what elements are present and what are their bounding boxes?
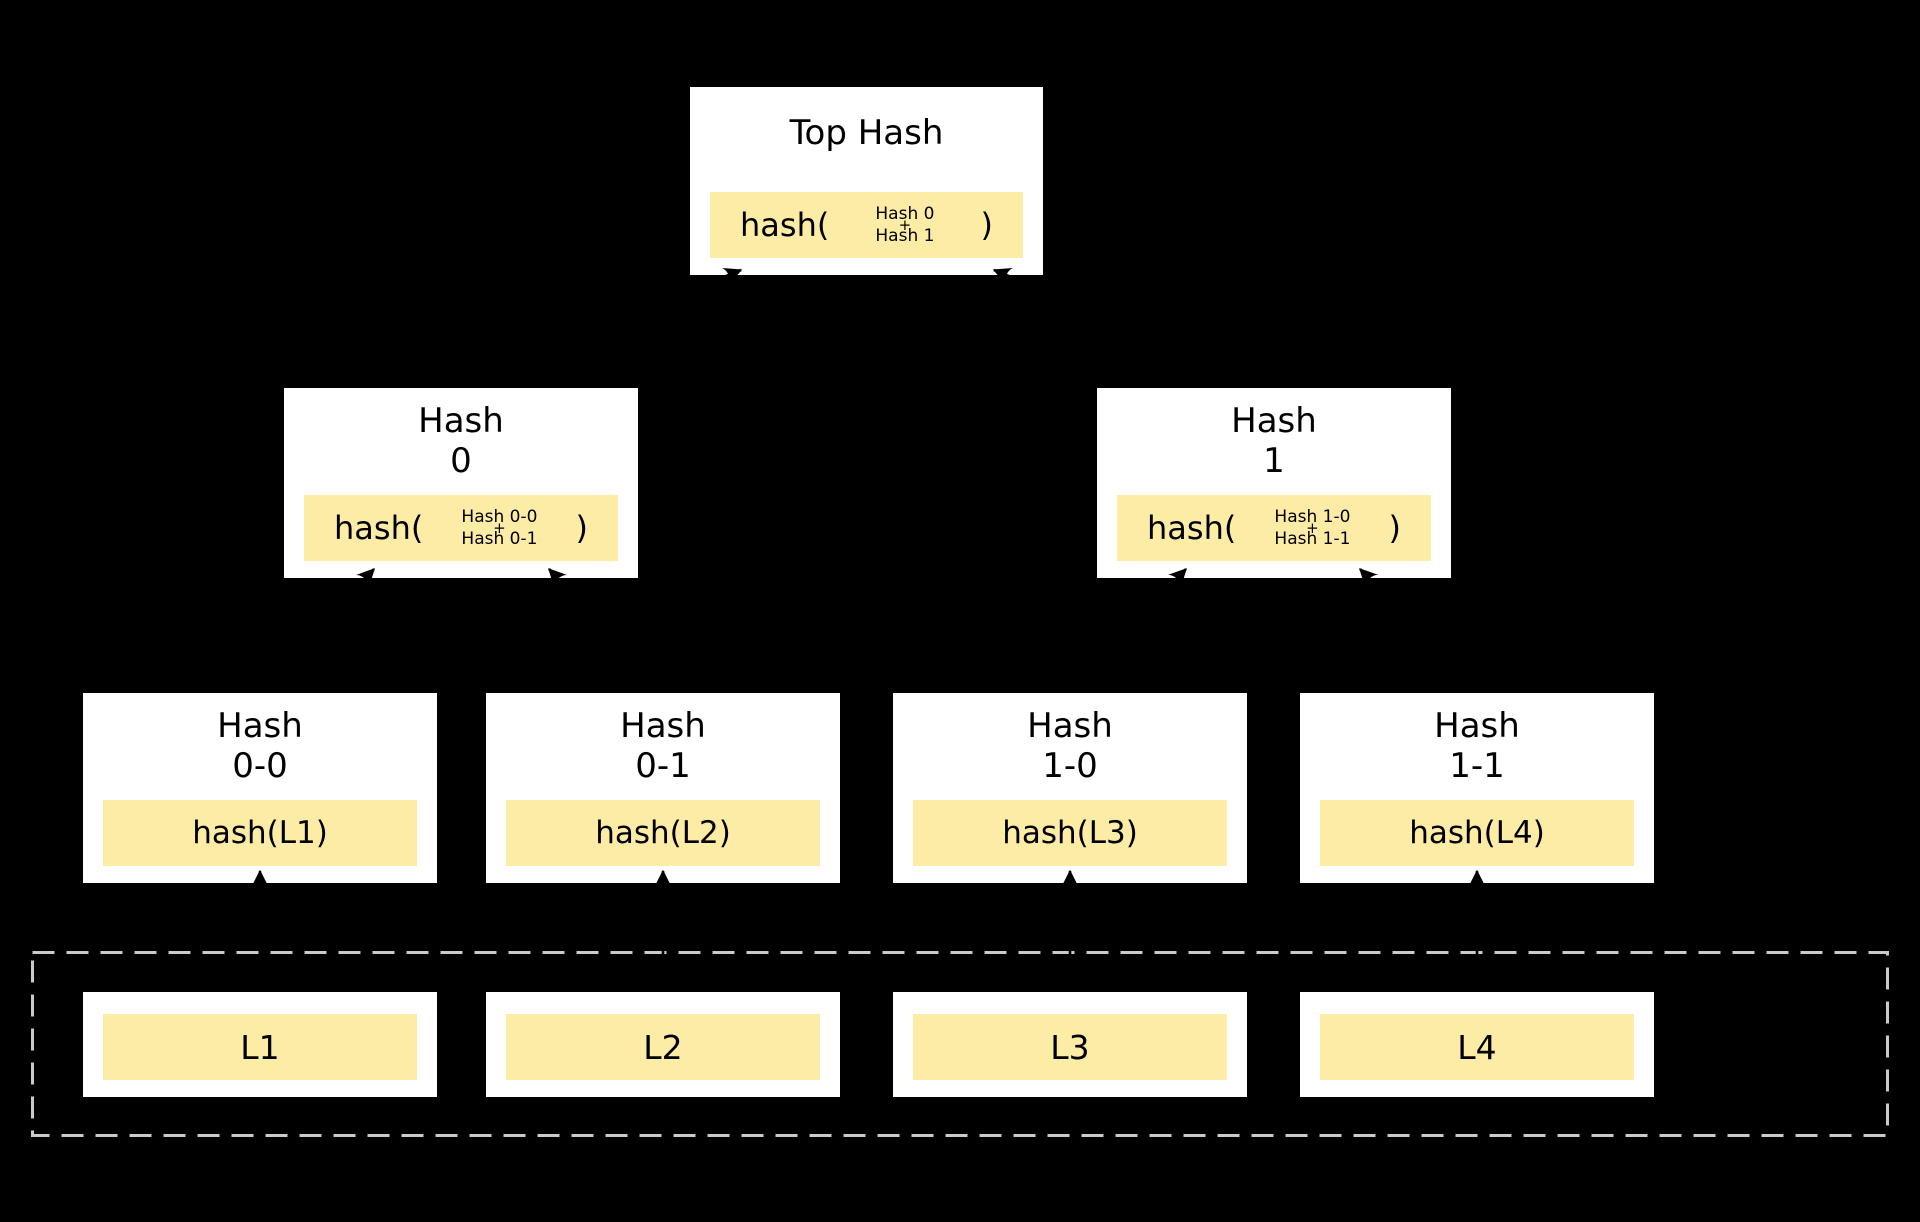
node-title-line-2: 1 <box>1263 441 1285 481</box>
hash-value: hash(L4) <box>1320 800 1634 866</box>
formula-arg-1: Hash 1-0 <box>1274 506 1351 527</box>
node-title: Hash 0-0 <box>83 693 437 786</box>
arrow-hash-1-1-to-hash-1 <box>1359 568 1478 691</box>
node-title-line-2: 1-0 <box>1042 746 1098 786</box>
formula-suffix: ) <box>575 509 588 547</box>
formula-prefix: hash( <box>334 509 424 547</box>
hash-value: hash(L2) <box>506 800 820 866</box>
node-title-line-1: Hash <box>1231 401 1317 441</box>
formula-plus: + <box>493 518 506 537</box>
node-title-line-1: Hash <box>1434 706 1520 746</box>
node-title-line-1: Hash <box>418 401 504 441</box>
node-title: Hash 0-1 <box>486 693 840 786</box>
node-title-line-2: 0-0 <box>232 746 288 786</box>
formula-suffix: ) <box>980 206 993 244</box>
hash-value: hash(L3) <box>913 800 1227 866</box>
formula-args: Hash 0 + Hash 1 <box>875 203 935 246</box>
hash-formula: hash( Hash 0-0 + Hash 0-1 ) <box>304 495 618 561</box>
node-hash-1: Hash 1 hash( Hash 1-0 + Hash 1-1 ) <box>1097 388 1451 578</box>
hash-value-label: hash(L1) <box>192 815 328 851</box>
hash-value-label: hash(L3) <box>1002 815 1138 851</box>
hash-formula: hash( Hash 0 + Hash 1 ) <box>710 192 1023 258</box>
formula-arg-2: Hash 0-1 <box>461 528 538 549</box>
node-title: Hash 1-0 <box>893 693 1247 786</box>
node-title: Top Hash <box>789 113 944 153</box>
node-hash-1-0: Hash 1-0 hash(L3) <box>893 693 1247 883</box>
node-title: Hash 1-1 <box>1300 693 1654 786</box>
data-block-l2: L2 <box>486 992 840 1097</box>
hash-value: hash(L1) <box>103 800 417 866</box>
arrow-hash-0-to-top-hash <box>460 268 743 387</box>
data-block-label: L4 <box>1457 1027 1497 1067</box>
hash-formula: hash( Hash 1-0 + Hash 1-1 ) <box>1117 495 1431 561</box>
node-title-line-2: 0-1 <box>635 746 691 786</box>
formula-prefix: hash( <box>1147 509 1237 547</box>
arrow-hash-0-1-to-hash-0 <box>548 568 664 691</box>
data-block-value: L4 <box>1320 1014 1634 1080</box>
node-title-line-2: 0 <box>450 441 472 481</box>
arrow-hash-1-0-to-hash-1 <box>1069 568 1187 691</box>
formula-arg-1: Hash 0-0 <box>461 506 538 527</box>
hash-value-label: hash(L4) <box>1409 815 1545 851</box>
node-title-line-1: Hash <box>620 706 706 746</box>
node-title-line-1: Hash <box>217 706 303 746</box>
data-block-label: L1 <box>240 1027 280 1067</box>
formula-arg-1: Hash 0 <box>875 203 935 224</box>
data-block-value: L1 <box>103 1014 417 1080</box>
node-top-hash: Top Hash hash( Hash 0 + Hash 1 ) <box>690 87 1043 275</box>
data-block-l1: L1 <box>83 992 437 1097</box>
formula-args: Hash 0-0 + Hash 0-1 <box>461 506 538 549</box>
hash-value-label: hash(L2) <box>595 815 731 851</box>
data-block-label: L2 <box>643 1027 683 1067</box>
node-title: Hash 1 <box>1097 388 1451 481</box>
data-block-l3: L3 <box>893 992 1247 1097</box>
node-title-line-2: 1-1 <box>1449 746 1505 786</box>
formula-arg-2: Hash 1 <box>875 225 935 246</box>
node-hash-0: Hash 0 hash( Hash 0-0 + Hash 0-1 ) <box>284 388 638 578</box>
arrow-hash-1-to-top-hash <box>992 268 1275 387</box>
formula-plus: + <box>898 215 912 234</box>
data-block-value: L3 <box>913 1014 1227 1080</box>
data-block-l4: L4 <box>1300 992 1654 1097</box>
node-hash-1-1: Hash 1-1 hash(L4) <box>1300 693 1654 883</box>
data-block-value: L2 <box>506 1014 820 1080</box>
node-hash-0-1: Hash 0-1 hash(L2) <box>486 693 840 883</box>
formula-plus: + <box>1306 518 1319 537</box>
node-title: Hash 0 <box>284 388 638 481</box>
data-block-label: L3 <box>1050 1027 1090 1067</box>
formula-arg-2: Hash 1-1 <box>1274 528 1351 549</box>
node-title-line-1: Hash <box>1027 706 1113 746</box>
formula-prefix: hash( <box>740 206 830 244</box>
node-hash-0-0: Hash 0-0 hash(L1) <box>83 693 437 883</box>
formula-suffix: ) <box>1388 509 1401 547</box>
arrow-hash-0-0-to-hash-0 <box>259 568 375 691</box>
formula-args: Hash 1-0 + Hash 1-1 <box>1274 506 1351 549</box>
